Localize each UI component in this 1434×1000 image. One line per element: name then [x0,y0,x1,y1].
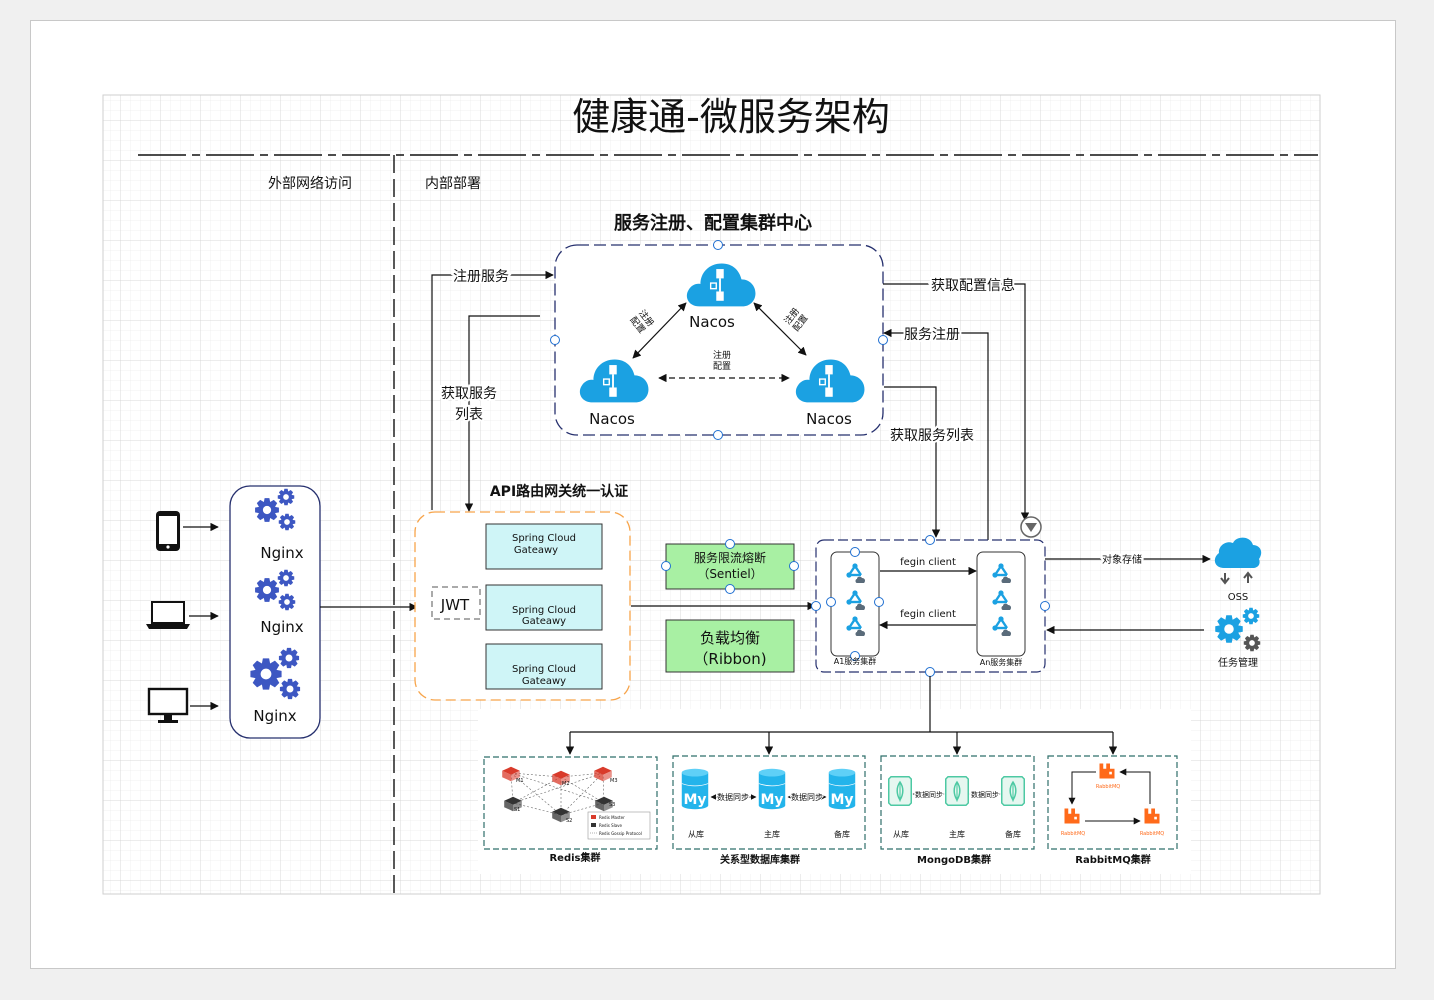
oss-label: OSS [1228,592,1249,603]
edge-nacos-sync-left [632,302,687,359]
zone-external-label: 外部网络访问 [268,176,352,192]
svg-text:服务限流熔断: 服务限流熔断 [694,550,766,565]
nacos-label: Nacos [689,313,735,331]
edge-label-get-service-list: 获取服务 [441,386,497,402]
redis-node-labels: M1 M2 M3 S1 S2 S3 [514,778,618,824]
nacos-label: Nacos [806,410,852,428]
mongo-role: 主库 [949,829,965,839]
nacos-label: Nacos [589,410,635,428]
svg-text:（Ribbon): （Ribbon) [693,650,766,668]
svg-text:负载均衡: 负载均衡 [700,629,760,647]
svg-text:M1: M1 [516,778,524,784]
sentinel-box: 服务限流熔断 （Sentiel） [665,543,795,590]
nginx-label: Nginx [253,707,296,725]
edge-label-get-service-list: 列表 [455,407,483,423]
edge-nacos-sync-right [753,302,807,356]
zone-internal-label: 内部部署 [425,176,481,192]
fegin-label: fegin client [900,557,956,568]
mongo-sync-label: 数据同步 [971,790,999,799]
edge-register-service [431,270,554,510]
oss-cloud-icon [1214,537,1262,585]
edge-rabbit-1 [1068,771,1096,805]
edge-service-register [883,328,989,551]
svg-text:Redis Slave: Redis Slave [599,823,623,828]
svg-text:M3: M3 [610,778,618,784]
edge-label-register-service: 注册服务 [453,269,509,285]
nginx-cluster-box [229,485,321,739]
connection-handle [826,547,884,661]
mongo-role: 备库 [1005,829,1021,839]
phone-icon [156,511,180,551]
nginx-label: Nginx [260,544,303,562]
cluster-a-label: A1服务集群 [834,656,877,666]
edge-rabbit-3 [1119,768,1151,804]
registry-title: 服务注册、配置集群中心 [614,212,812,234]
gateway-node: Spring Cloud Gateawy [485,523,603,570]
ribbon-box: 负载均衡 （Ribbon) [665,619,795,673]
cluster-b-box [976,551,1026,657]
diagram-title: 健康通-微服务架构 [572,95,890,139]
svg-text:Gateawy: Gateawy [522,676,566,687]
fegin-label: fegin client [900,609,956,620]
mysql-role: 主库 [764,829,780,839]
mongo-node-icon [888,776,912,806]
edge-get-service-list [464,315,540,512]
svg-text:M2: M2 [562,781,570,787]
sync-label-bottom: 注册 [713,349,731,361]
connection-handle [661,539,799,594]
desktop-monitor-icon [147,687,189,723]
connection-handle [550,240,888,440]
cluster-b-label: An服务集群 [980,657,1023,667]
connection-handle [811,535,1050,677]
mysql-badge: My [760,792,783,808]
svg-text:Redis Master: Redis Master [599,815,625,820]
jwt-box [431,586,481,620]
edge-label-get-config: 获取配置信息 [931,277,1015,294]
mysql-badge: My [683,792,706,808]
mongo-sync-label: 数据同步 [915,790,943,799]
task-label: 任务管理 [1218,656,1258,669]
rabbit-node-label: RabbitMQ [1061,831,1085,837]
redis-legend: Redis Master Redis Slave Redis Gossip Pr… [587,811,651,840]
edge-get-service-list-right [884,386,941,538]
svg-text:S3: S3 [609,802,615,808]
svg-text:S2: S2 [566,818,572,824]
mysql-sync-label: 数据同步 [791,792,823,802]
svg-text:Spring Cloud: Spring Cloud [512,533,576,544]
redis-cluster-label: Redis集群 [549,851,600,864]
svg-text:Redis Gossip Protocol: Redis Gossip Protocol [599,831,642,836]
dropdown-marker-icon [1020,516,1042,538]
gateway-title: API路由网关统一认证 [490,483,628,500]
mysql-role: 从库 [688,829,704,839]
edge-label-get-service-list-right: 获取服务列表 [890,428,974,444]
rabbit-node-label: RabbitMQ [1140,831,1164,837]
svg-text:Gateawy: Gateawy [514,545,558,556]
gateway-node: Spring Cloud Gateawy [485,643,603,690]
svg-text:Spring Cloud: Spring Cloud [512,664,576,675]
mongo-node-icon [1001,776,1025,806]
mysql-cluster-label: 关系型数据库集群 [720,853,800,866]
gateway-node: Spring Cloud Gateawy [485,584,603,631]
rabbit-cluster-label: RabbitMQ集群 [1075,853,1150,866]
jwt-label: JWT [440,596,470,614]
edge-label-service-register: 服务注册 [904,327,960,343]
mysql-sync-label: 数据同步 [717,792,749,802]
laptop-icon [146,601,190,629]
edge-label-object-storage: 对象存储 [1102,553,1142,566]
nginx-label: Nginx [260,618,303,636]
sync-label-bottom: 配置 [713,361,731,372]
svg-text:Gateawy: Gateawy [522,616,566,627]
mysql-role: 备库 [834,829,850,839]
svg-text:（Sentiel）: （Sentiel） [697,567,762,581]
mongo-node-icon [945,776,969,806]
svg-text:S1: S1 [514,807,520,813]
rabbit-node-label: RabbitMQ [1096,784,1120,790]
mysql-badge: My [830,792,853,808]
mongo-role: 从库 [893,829,909,839]
mongo-cluster-label: MongoDB集群 [917,853,991,866]
svg-text:Spring Cloud: Spring Cloud [512,605,576,616]
edge-get-config [883,283,1030,521]
